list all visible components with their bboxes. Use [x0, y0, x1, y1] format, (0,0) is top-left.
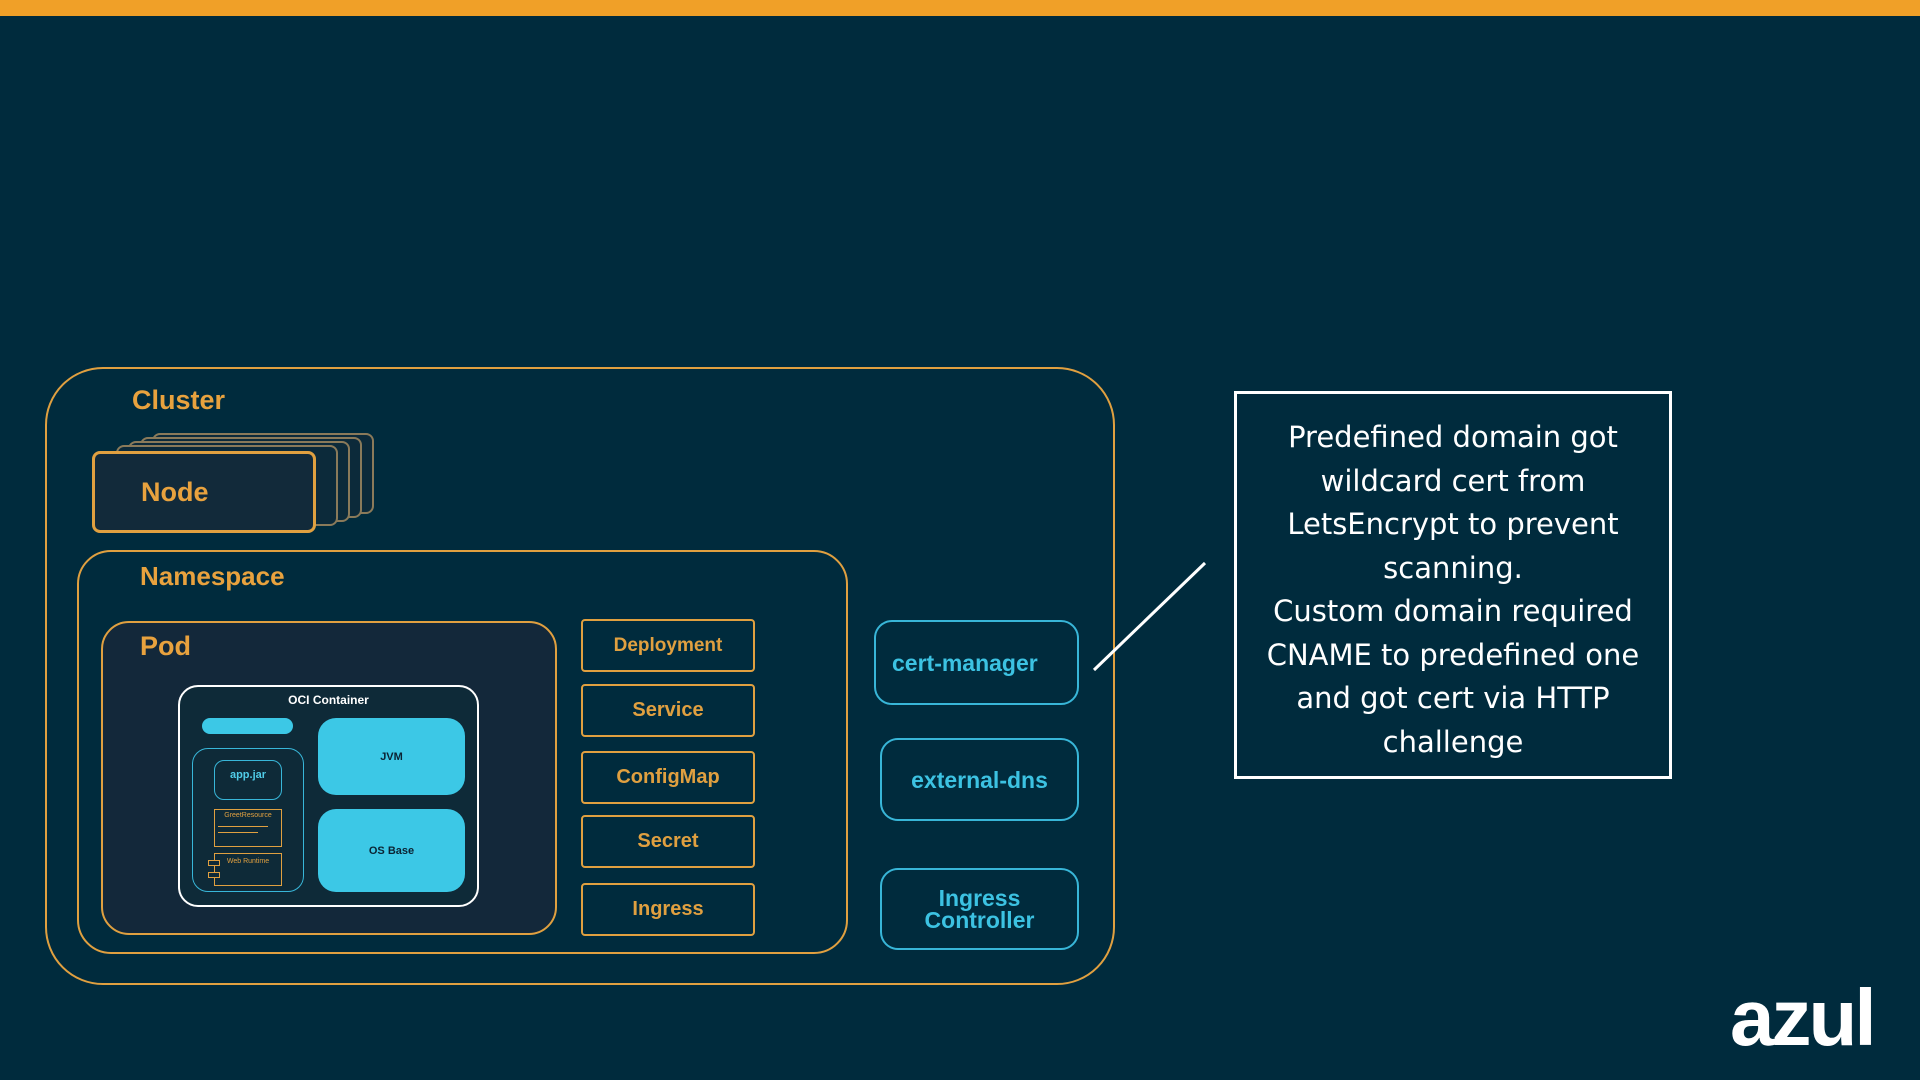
pod-label: Pod [140, 631, 191, 661]
node-box [92, 451, 316, 533]
greet-resource-label: GreetResource [224, 812, 272, 819]
app-jar-box: app.jar [214, 760, 282, 800]
callout-box: Predefined domain got wildcard cert from… [1234, 391, 1672, 779]
callout-paragraph-2: Custom domain required CNAME to predefin… [1266, 594, 1640, 759]
ingress-controller-box: Ingress Controller [880, 868, 1079, 950]
greet-resource-detail [218, 826, 268, 827]
resource-configmap: ConfigMap [581, 751, 755, 804]
cluster-label: Cluster [132, 385, 226, 415]
web-runtime-tab [208, 860, 220, 866]
os-base-block: OS Base [318, 809, 465, 892]
namespace-label: Namespace [140, 561, 285, 591]
web-runtime-box: Web Runtime [214, 853, 282, 886]
app-layer [192, 748, 304, 892]
callout-connector-line [1092, 561, 1207, 672]
cert-manager-box: cert-manager [874, 620, 1079, 705]
resource-deployment: Deployment [581, 619, 755, 672]
top-accent-bar [0, 0, 1920, 16]
resource-service: Service [581, 684, 755, 737]
callout-paragraph-1: Predefined domain got wildcard cert from… [1287, 420, 1619, 585]
external-dns-box: external-dns [880, 738, 1079, 821]
jvm-block: JVM [318, 718, 465, 795]
greet-resource-detail [218, 832, 258, 833]
greet-resource-box: GreetResource [214, 809, 282, 847]
resource-secret: Secret [581, 815, 755, 868]
cluster-boundary [45, 367, 1115, 985]
azul-logo: azul [1730, 973, 1877, 1062]
resource-ingress: Ingress [581, 883, 755, 936]
oci-container-label: OCI Container [288, 693, 369, 707]
container-bar [202, 718, 293, 734]
web-runtime-tab [208, 872, 220, 878]
namespace-boundary [77, 550, 848, 954]
node-label: Node [141, 477, 209, 507]
